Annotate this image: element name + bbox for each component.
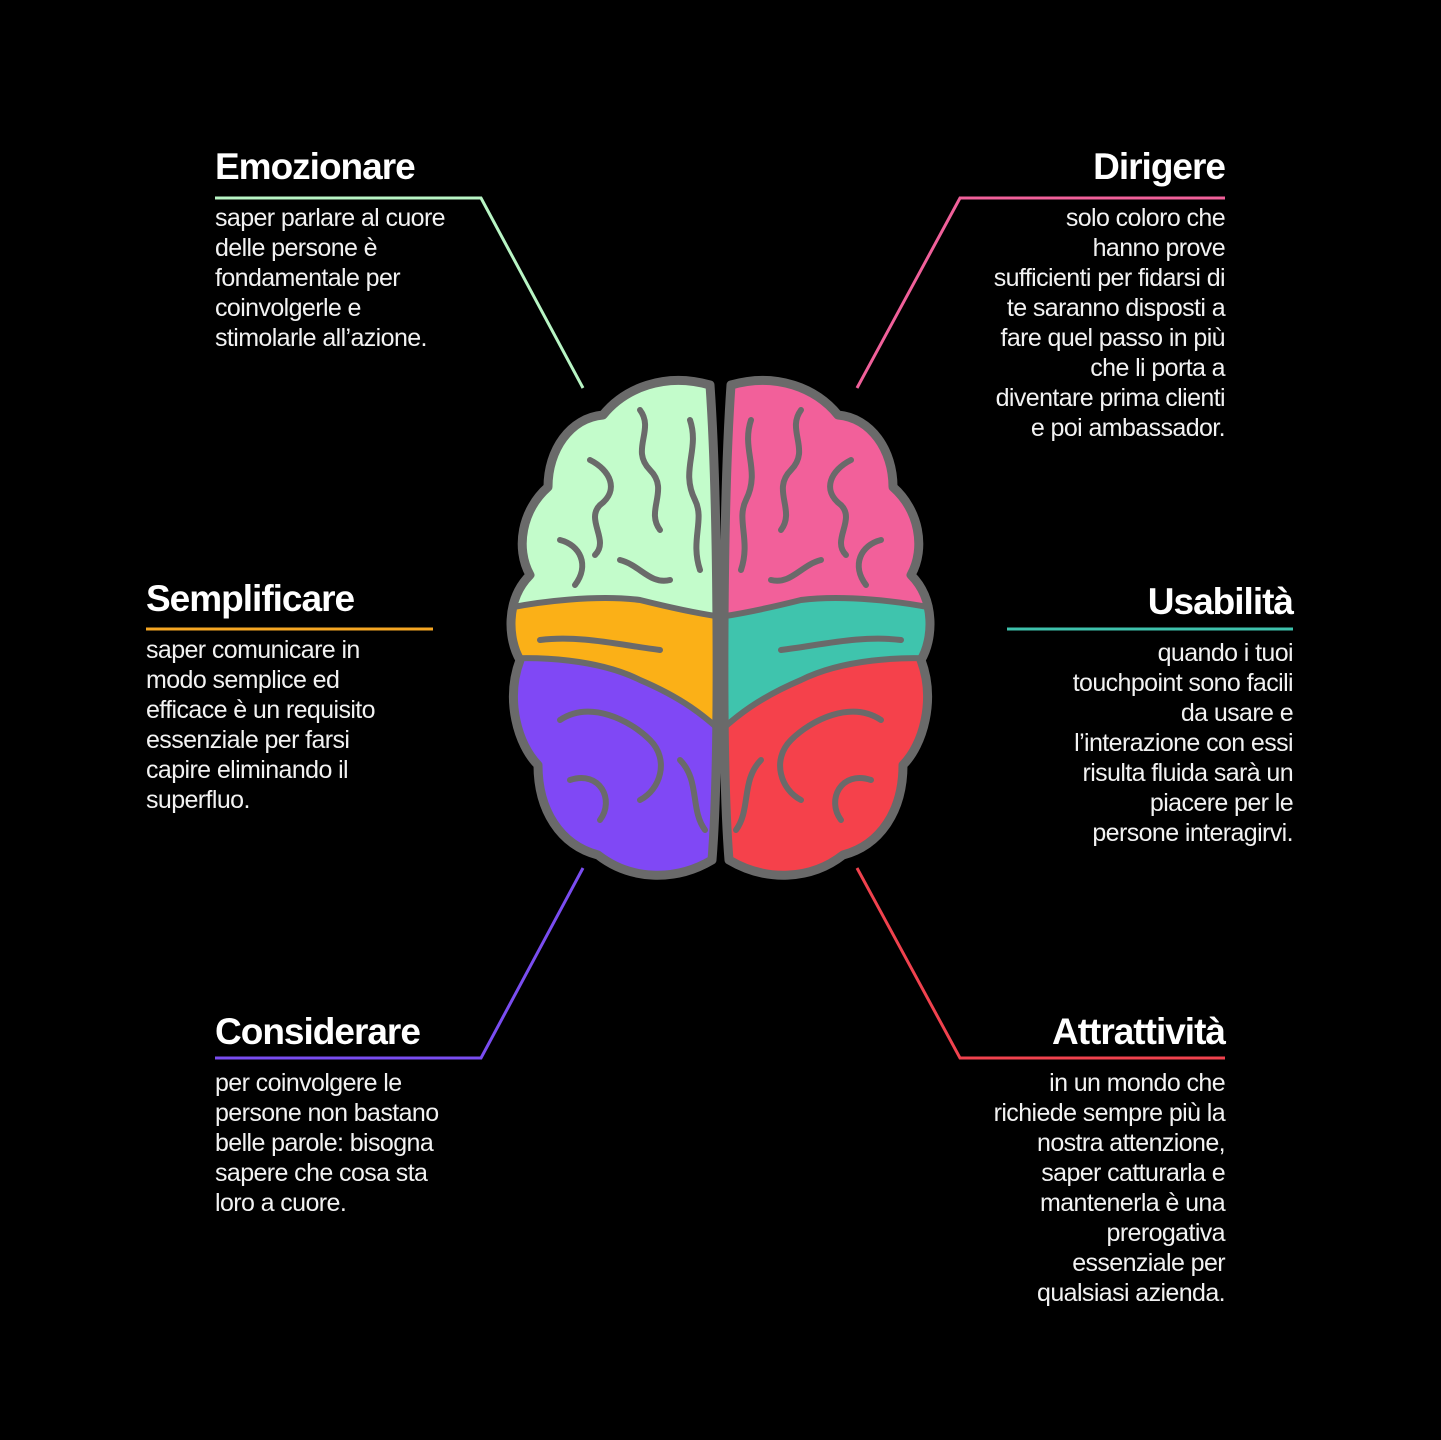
title-usabilita: Usabilità — [1147, 581, 1294, 622]
title-considerare: Considerare — [215, 1011, 421, 1052]
desc-emozionare: saper parlare al cuore delle persone è f… — [215, 204, 446, 352]
left-hemisphere-outline — [506, 375, 722, 880]
connector-considerare — [215, 867, 585, 1060]
right-hemisphere-outline — [719, 375, 935, 880]
title-attrattivita: Attrattività — [1051, 1011, 1226, 1052]
connector-attrattivita — [855, 867, 1225, 1060]
desc-attrattivita: in un mondo che richiede sempre più la n… — [993, 1069, 1226, 1307]
right-hemisphere — [719, 375, 935, 880]
title-emozionare: Emozionare — [215, 146, 416, 187]
desc-dirigere: solo coloro che hanno prove sufficienti … — [993, 204, 1226, 442]
title-dirigere: Dirigere — [1093, 146, 1226, 187]
title-semplificare: Semplificare — [146, 578, 355, 619]
desc-considerare: per coinvolgere le persone non bastano b… — [215, 1069, 439, 1217]
desc-usabilita: quando i tuoi touchpoint sono facili da … — [1072, 639, 1294, 847]
left-sulci — [537, 407, 708, 833]
right-sulci — [733, 407, 904, 833]
connector-dirigere — [855, 196, 1225, 389]
left-hemisphere — [506, 375, 722, 880]
connector-emozionare — [215, 196, 585, 389]
desc-semplificare: saper comunicare in modo semplice ed eff… — [146, 636, 376, 814]
